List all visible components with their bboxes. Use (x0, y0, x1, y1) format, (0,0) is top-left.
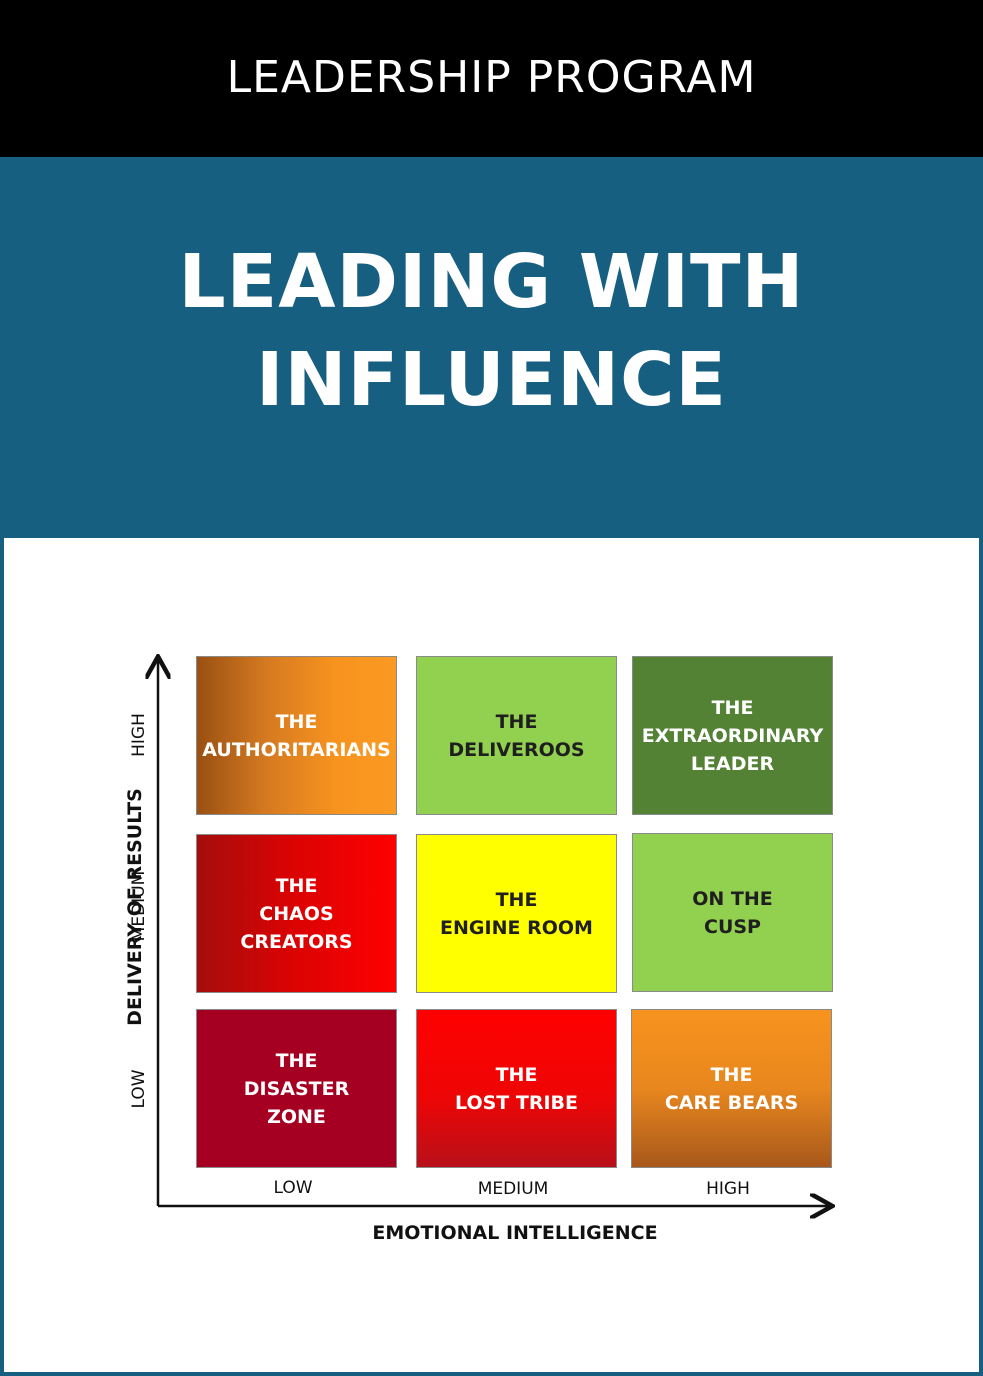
cell-the-engine-room: THE ENGINE ROOM (416, 834, 617, 993)
cell-line: CHAOS (259, 902, 334, 925)
cell-the-care-bears: THE CARE BEARS (631, 1009, 832, 1168)
program-header-bar: LEADERSHIP PROGRAM (0, 0, 983, 157)
x-tick-high: HIGH (706, 1179, 750, 1199)
page-title-line-1: LEADING WITH (178, 239, 805, 325)
y-axis-title: DELIVERY OF RESULTS (124, 788, 146, 1026)
cell-on-the-cusp: ON THE CUSP (632, 833, 833, 992)
cell-line: DISASTER (243, 1077, 350, 1100)
cell-line: LOST TRIBE (455, 1091, 578, 1114)
cell-the-lost-tribe: THE LOST TRIBE (416, 1009, 617, 1168)
y-tick-low: LOW (129, 1069, 149, 1109)
cell-line: CUSP (704, 915, 761, 938)
cell-line: CARE BEARS (664, 1091, 799, 1114)
axes (4, 538, 979, 1372)
cell-line: THE (495, 1063, 538, 1086)
cell-the-extraordinary-leader: THE EXTRAORDINARY LEADER (632, 656, 833, 815)
cell-line: THE (495, 710, 538, 733)
cell-line: THE (711, 696, 754, 719)
cell-line: THE (275, 1049, 318, 1072)
x-axis-title: EMOTIONAL INTELLIGENCE (372, 1222, 658, 1244)
cell-the-chaos-creators: THE CHAOS CREATORS (196, 834, 397, 993)
cell-line: THE (275, 710, 318, 733)
x-tick-medium: MEDIUM (477, 1179, 549, 1199)
cell-line: LEADER (690, 752, 775, 775)
cell-line: ZONE (267, 1105, 326, 1128)
cell-line: THE (275, 874, 318, 897)
cell-line: CREATORS (240, 930, 353, 953)
cell-line: AUTHORITARIANS (202, 738, 391, 761)
x-tick-low: LOW (273, 1178, 313, 1198)
cell-line: THE (495, 888, 538, 911)
program-label: LEADERSHIP PROGRAM (226, 52, 757, 103)
cell-the-authoritarians: THE AUTHORITARIANS (196, 656, 397, 815)
cell-line: DELIVEROOS (448, 738, 585, 761)
cell-the-disaster-zone: THE DISASTER ZONE (196, 1009, 397, 1168)
cell-the-deliveroos: THE DELIVEROOS (416, 656, 617, 815)
title-band: LEADING WITH INFLUENCE (0, 157, 983, 538)
cell-line: THE (710, 1063, 753, 1086)
cell-line: EXTRAORDINARY (641, 724, 824, 747)
page-title-line-2: INFLUENCE (256, 337, 727, 423)
cell-line: ENGINE ROOM (440, 916, 593, 939)
matrix-panel: THE AUTHORITARIANS THE DELIVEROOS THE EX… (4, 538, 979, 1372)
cell-line: ON THE (692, 887, 773, 910)
